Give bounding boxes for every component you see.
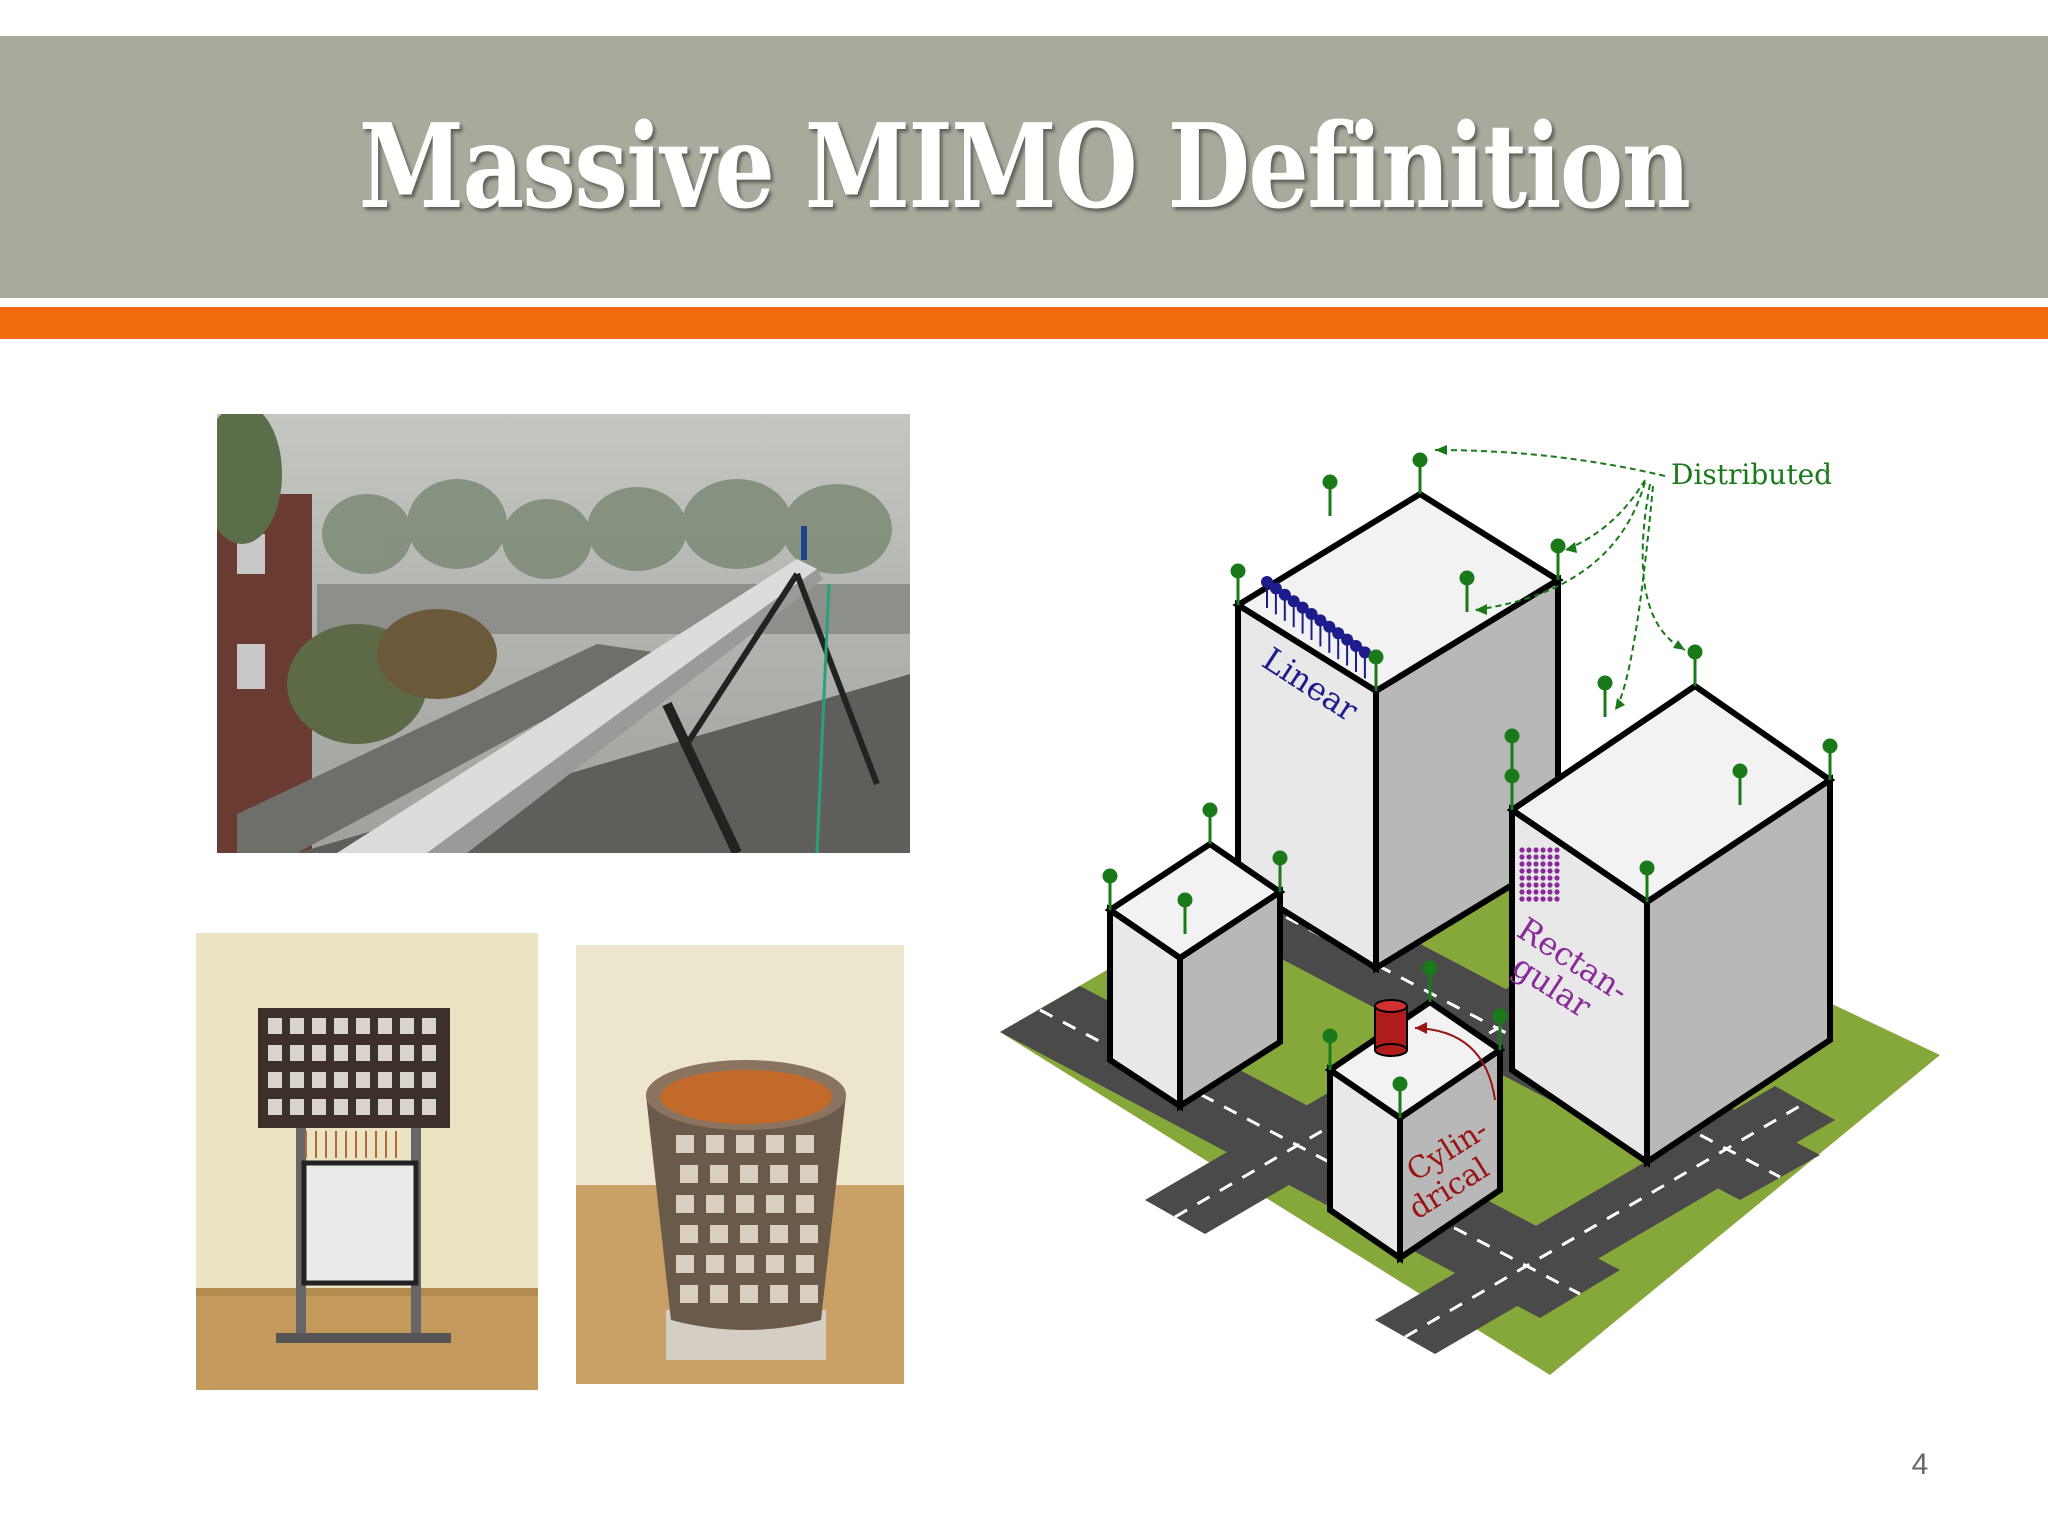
slide-title: Massive MIMO Definition [358, 99, 1691, 235]
linear-array-photo [217, 414, 910, 853]
accent-bar [0, 307, 2048, 339]
cylindrical-array-icon [1374, 999, 1408, 1057]
distributed-antennas [1102, 452, 1838, 1118]
distributed-arrows [1434, 449, 1686, 711]
rectangular-array-photo [196, 933, 538, 1390]
page-number: 4 [1911, 1448, 1929, 1481]
rectangular-array-icon [1519, 847, 1560, 902]
label-distributed: Distributed [1671, 458, 1832, 491]
linear-array-icon [1261, 576, 1371, 679]
cylindrical-array-photo [576, 945, 904, 1384]
title-band: Massive MIMO Definition [0, 36, 2048, 298]
massive-mimo-deployment-diagram: Distributed Linear Rectan- gular Cylin- … [995, 420, 1940, 1380]
